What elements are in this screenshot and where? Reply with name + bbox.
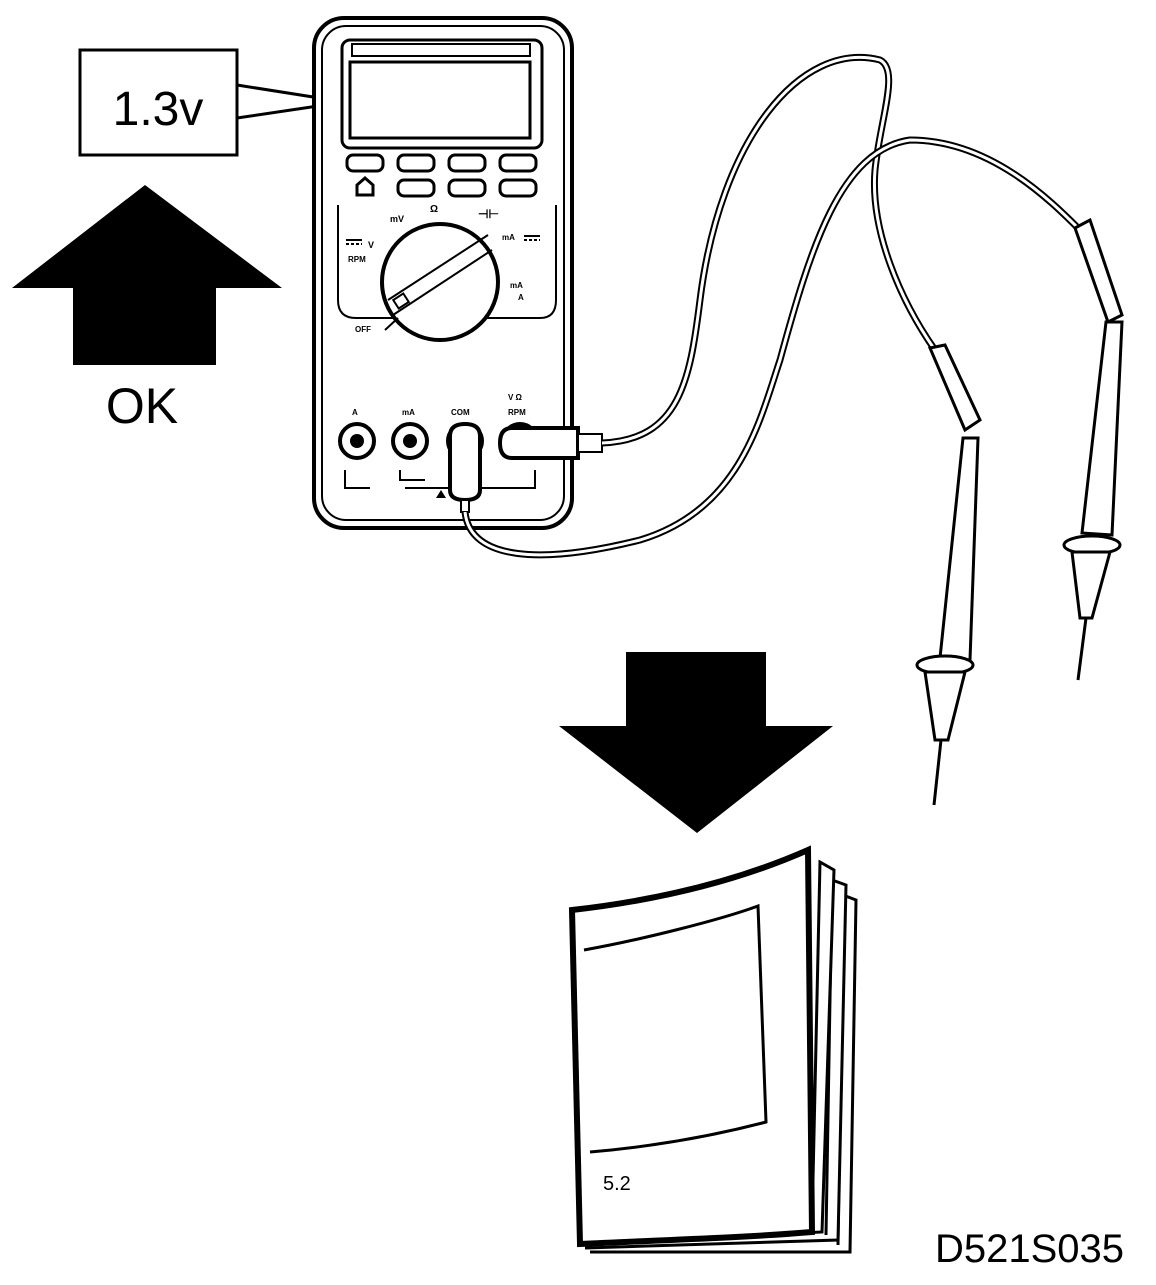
rotary-dial (380, 222, 500, 342)
jack-label-com: COM (451, 408, 470, 417)
jack-label-ma: mA (402, 408, 415, 417)
dial-label-a: A (518, 293, 524, 302)
dial-label-ohm: Ω (430, 204, 438, 215)
multimeter: mV Ω ⊣⊢ V RPM mA mA A OFF A mA COM V Ω R… (312, 16, 603, 530)
jack-label-a: A (352, 408, 358, 417)
meter-display (340, 38, 544, 150)
meter-buttons (345, 153, 538, 198)
reading-callout (78, 48, 351, 157)
jack-label-v-ohm: V Ω (508, 393, 523, 402)
dial-label-diode: ⊣⊢ (478, 207, 499, 221)
dial-label-v: V (368, 240, 374, 250)
manual-section-number: 5.2 (603, 1173, 631, 1195)
v-plug (497, 426, 603, 460)
dial-label-ac-ma: mA (510, 281, 523, 290)
up-arrow-icon (12, 185, 282, 365)
test-leads (461, 54, 1083, 559)
reading-value: 1.3v (113, 83, 204, 136)
figure-code: D521S035 (935, 1227, 1124, 1271)
dial-label-ma: mA (502, 233, 515, 242)
ok-label: OK (106, 378, 178, 434)
com-plug (448, 421, 482, 513)
jack-label-rpm: RPM (508, 408, 526, 417)
manual-booklet (568, 845, 858, 1254)
dial-label-off: OFF (355, 325, 371, 334)
dial-label-mv: mV (390, 214, 404, 224)
probe-black (915, 343, 982, 806)
down-arrow-icon (559, 652, 833, 833)
dial-label-rpm: RPM (348, 255, 366, 264)
probe-red (1062, 217, 1124, 681)
